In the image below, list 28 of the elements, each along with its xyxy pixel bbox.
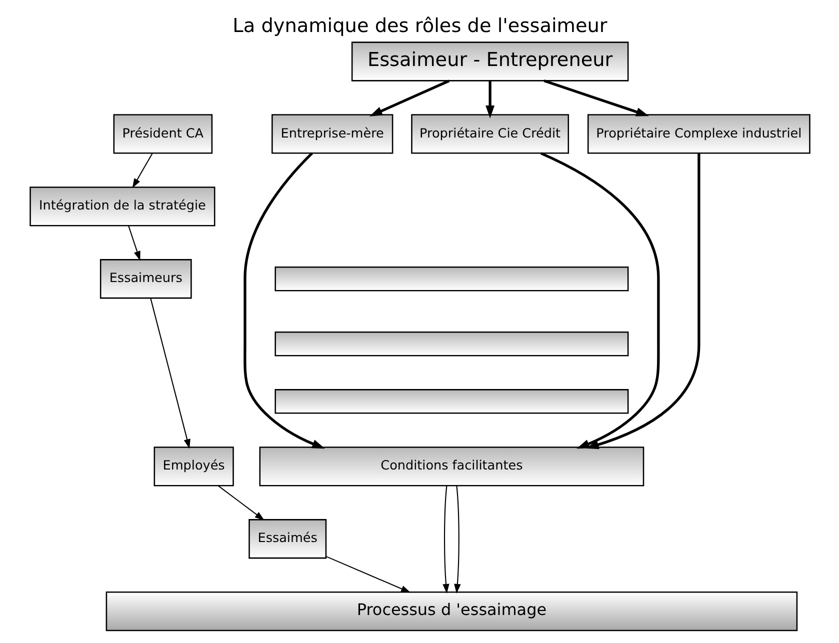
node-box: Propriétaire Cie Crédit bbox=[410, 114, 569, 154]
node-box: Essaimeurs bbox=[99, 259, 192, 299]
arrow bbox=[218, 486, 264, 520]
arrow bbox=[585, 154, 700, 450]
node-box: Processus d 'essaimage bbox=[105, 592, 798, 632]
diagram-title: La dynamique des rôles de l'essaimeur bbox=[232, 14, 607, 38]
node-box: Propriétaire Complexe industriel bbox=[586, 114, 810, 154]
arrow bbox=[485, 81, 494, 118]
arrow bbox=[369, 80, 450, 116]
arrow bbox=[325, 556, 410, 593]
node-box bbox=[274, 389, 628, 414]
arrow bbox=[132, 153, 152, 188]
arrow bbox=[540, 152, 660, 449]
node-box: Conditions facilitantes bbox=[258, 446, 644, 486]
node-box: Entreprise-mère bbox=[271, 114, 393, 154]
node-box: Président CA bbox=[112, 114, 212, 154]
node-box: Intégration de la stratégie bbox=[29, 186, 215, 226]
node-box bbox=[274, 266, 628, 292]
arrow bbox=[454, 486, 460, 594]
arrow bbox=[128, 226, 140, 261]
arrow bbox=[442, 486, 449, 594]
arrow bbox=[150, 298, 190, 449]
node-box bbox=[274, 332, 628, 356]
arrow bbox=[543, 80, 648, 116]
node-box: Essaimeur - Entrepreneur bbox=[350, 42, 628, 82]
node-box: Essaimés bbox=[248, 519, 326, 559]
node-box: Employés bbox=[153, 446, 234, 486]
arrow bbox=[243, 152, 324, 449]
